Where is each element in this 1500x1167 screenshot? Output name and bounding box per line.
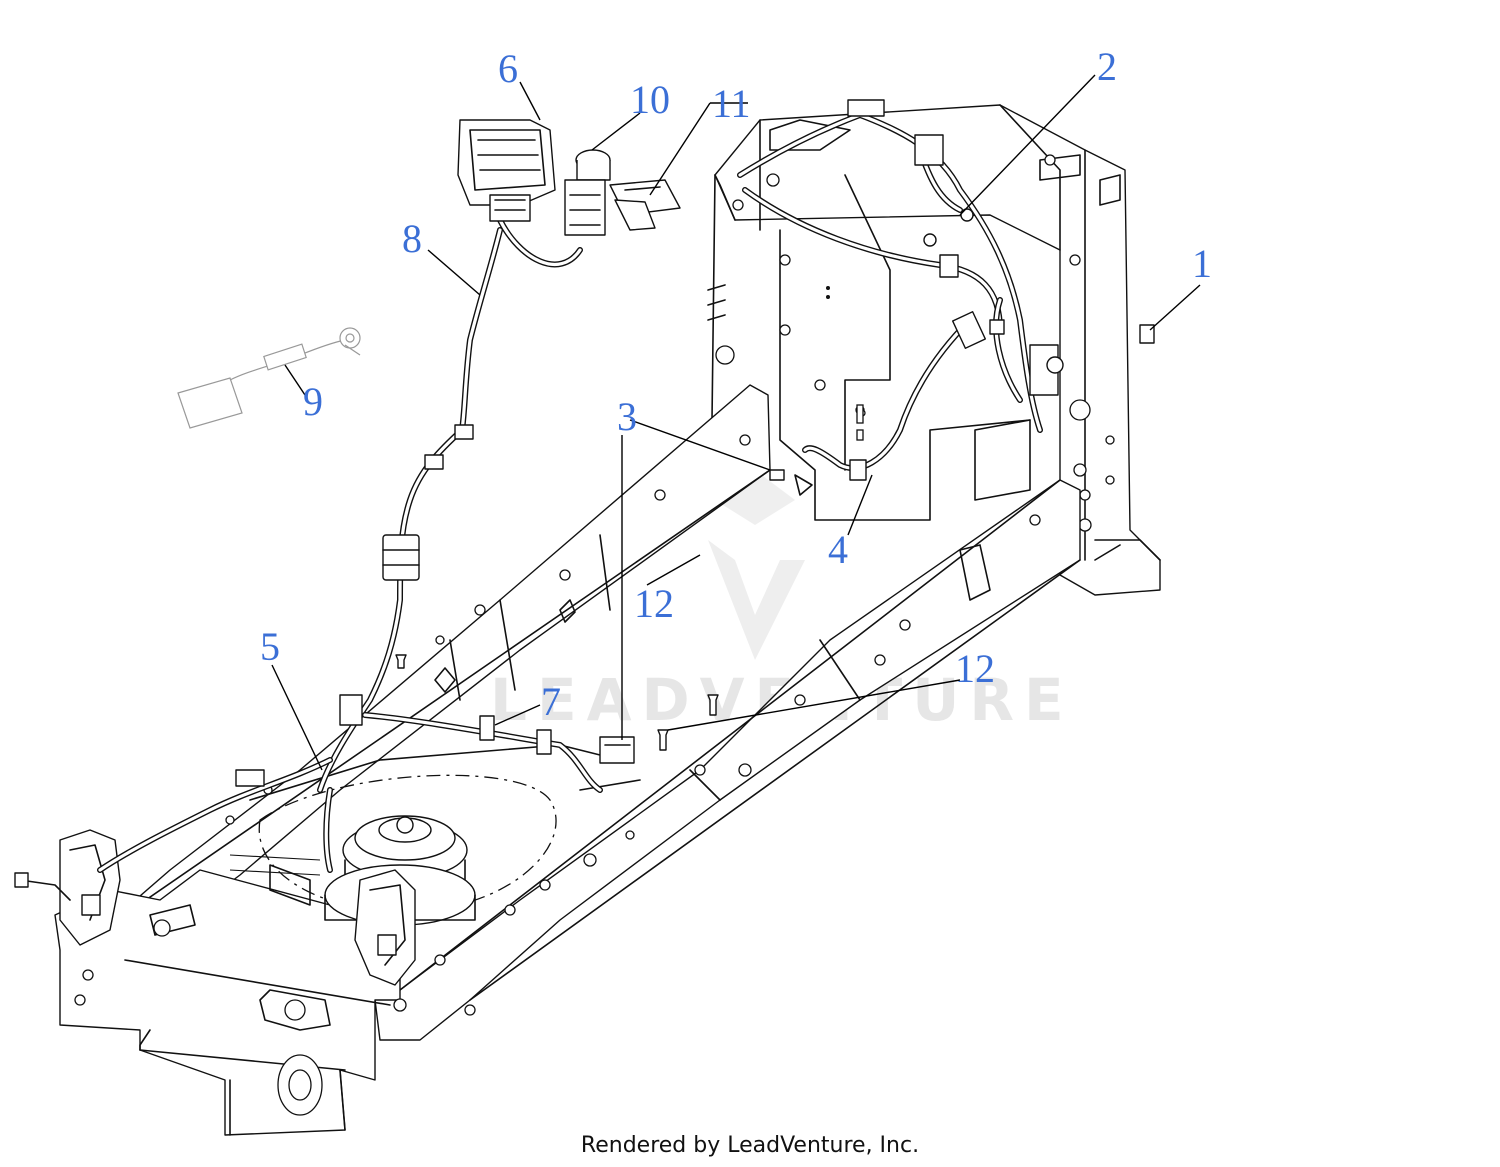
callout-9: 9: [303, 379, 323, 424]
callout-2: 2: [1097, 44, 1117, 89]
callout-4: 4: [828, 527, 848, 572]
callout-11: 11: [712, 81, 751, 126]
part-10-key-switch: [564, 149, 611, 236]
left-front-bracket: [14, 829, 121, 946]
callout-5: 5: [260, 624, 280, 669]
render-credit-footer: Rendered by LeadVenture, Inc.: [580, 1133, 920, 1158]
callout-1: 1: [1192, 241, 1212, 286]
center-front-bracket: [354, 869, 416, 986]
callout-7: 7: [541, 679, 561, 724]
leader-lines: [271, 74, 1201, 771]
callout-8: 8: [402, 216, 422, 261]
callout-6: 6: [498, 46, 518, 91]
callout-12-upper: 12: [634, 581, 674, 626]
callout-labels: 1 2 3 4 5 6 7 8 9 10 11 12 12: [260, 44, 1212, 724]
callout-10: 10: [630, 77, 670, 122]
part-11-switch: [609, 179, 681, 231]
callout-3: 3: [617, 394, 637, 439]
part-9-key-and-tag: [177, 327, 361, 429]
callout-12-lower: 12: [955, 646, 995, 691]
wire-harness: [97, 99, 1155, 873]
part-6-dash-panel: [457, 119, 556, 222]
tractor-frame: [14, 104, 1161, 1136]
